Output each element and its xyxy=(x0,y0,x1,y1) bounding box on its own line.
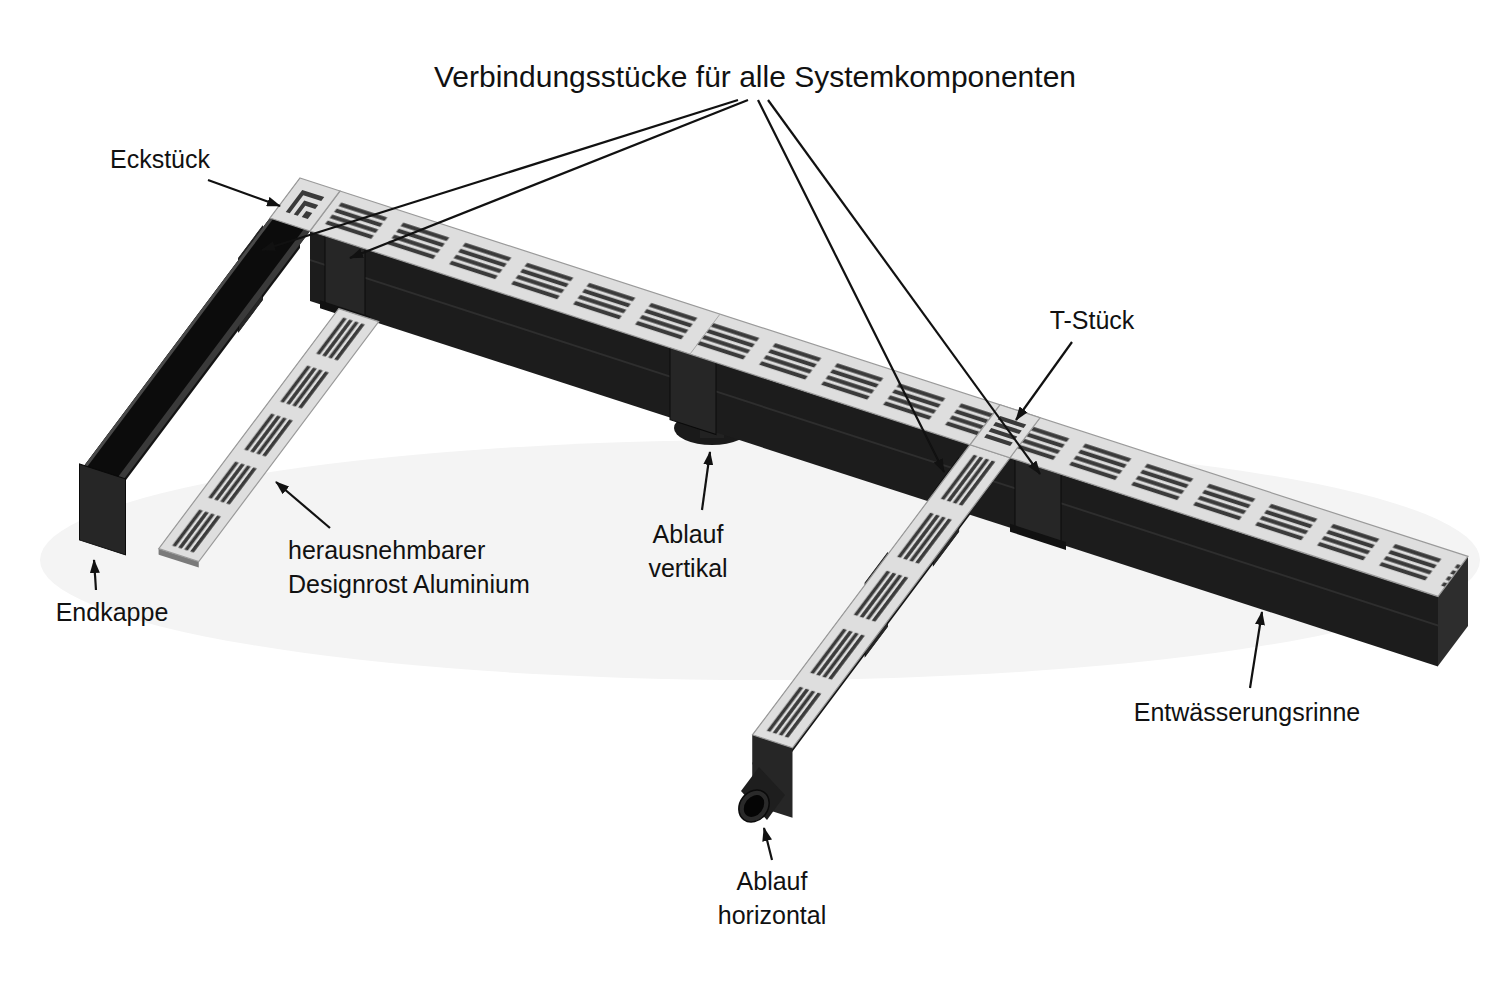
corner-slot xyxy=(302,211,313,219)
leader-line xyxy=(94,560,96,590)
outlet-opening xyxy=(740,791,769,821)
design-grate xyxy=(159,309,379,562)
leader-line xyxy=(1016,342,1072,420)
part-label: Entwässerungsrinne xyxy=(1097,695,1397,729)
leader-line xyxy=(764,828,772,860)
corner-grate xyxy=(270,178,340,231)
left-channel-top xyxy=(83,178,341,481)
part-label: Ablauf horizontal xyxy=(682,864,862,932)
horizontal-outlet xyxy=(733,767,785,828)
grate-joint xyxy=(690,314,720,354)
leader-line xyxy=(276,482,330,528)
branch-grate xyxy=(753,405,1041,748)
design-grate xyxy=(753,445,1011,748)
outlet-rim xyxy=(733,784,776,828)
main-grate xyxy=(310,191,1468,596)
leader-lines xyxy=(94,100,1262,860)
leader-line xyxy=(208,180,280,206)
part-label: T-Stück xyxy=(992,303,1192,337)
part-label: herausnehmbarer Designrost Aluminium xyxy=(288,533,588,601)
leader-line xyxy=(758,100,944,472)
callout-heading: Verbindungsstücke für alle Systemkompone… xyxy=(305,58,1205,96)
design-grate xyxy=(310,191,1468,596)
leader-line xyxy=(350,100,748,258)
corner-slot xyxy=(294,201,319,220)
leader-line xyxy=(262,100,738,250)
leader-line xyxy=(702,452,710,510)
corner-slot xyxy=(286,190,325,219)
grate-slot xyxy=(984,434,1013,446)
end-cap-face xyxy=(80,464,126,555)
t-piece-grate xyxy=(970,405,1040,458)
loose-grate-top xyxy=(159,309,379,562)
part-label: Ablauf vertikal xyxy=(613,517,763,585)
end-cap xyxy=(80,464,126,555)
leader-line xyxy=(1250,612,1262,688)
channel-rim xyxy=(83,218,274,469)
sleeve-flange xyxy=(1010,524,1066,550)
leader-line xyxy=(768,100,1040,474)
part-label: Endkappe xyxy=(12,595,212,629)
part-label: Eckstück xyxy=(60,142,260,176)
